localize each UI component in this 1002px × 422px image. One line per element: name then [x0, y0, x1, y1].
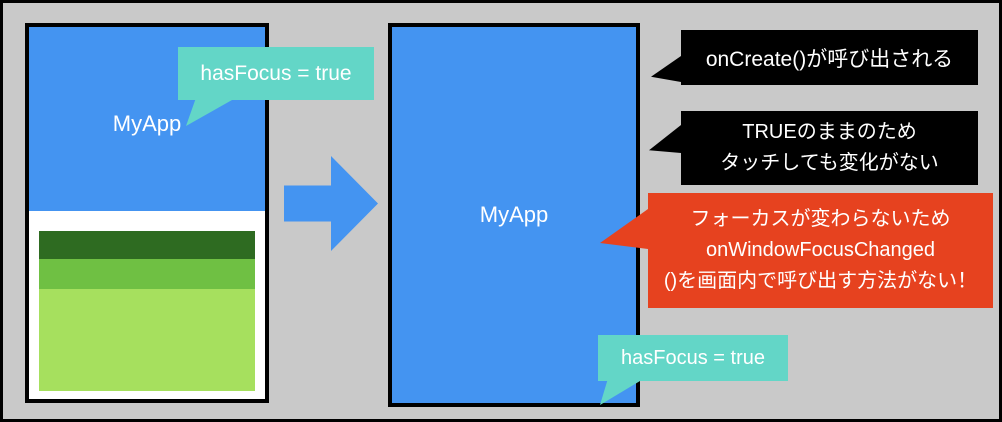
transition-arrow-icon — [284, 156, 378, 251]
bubble-hasfocus-true-top: hasFocus = true — [178, 47, 374, 126]
bubble-line: onWindowFocusChanged — [705, 239, 936, 261]
bubble-focus-not-changed: フォーカスが変わらないため onWindowFocusChanged ()を画面… — [600, 193, 993, 308]
bubble-line: フォーカスが変わらないため — [690, 208, 951, 230]
bubble-true-unchanged: TRUEのままのため タッチしても変化がない — [649, 111, 978, 185]
green-bar-mid — [39, 259, 255, 289]
bubble-tail — [651, 56, 681, 82]
bubble-hasfocus-true-bottom: hasFocus = true — [598, 335, 788, 405]
bubble-text: onCreate()が呼び出される — [705, 47, 954, 71]
green-bar-light — [39, 289, 255, 391]
app-title: MyApp — [112, 111, 182, 136]
bubble-oncreate: onCreate()が呼び出される — [651, 30, 978, 85]
bubble-line: TRUEのままのため — [742, 121, 917, 143]
green-bar-dark — [39, 231, 255, 259]
bubble-text: hasFocus = true — [200, 61, 352, 85]
bubble-text: hasFocus = true — [621, 346, 765, 369]
screen-content-area — [39, 231, 255, 391]
bubble-line: ()を画面内で呼び出す方法がない！ — [663, 270, 978, 292]
bubble-tail — [649, 125, 681, 153]
bubble-line: タッチしても変化がない — [720, 152, 939, 174]
app-title: MyApp — [479, 202, 549, 227]
